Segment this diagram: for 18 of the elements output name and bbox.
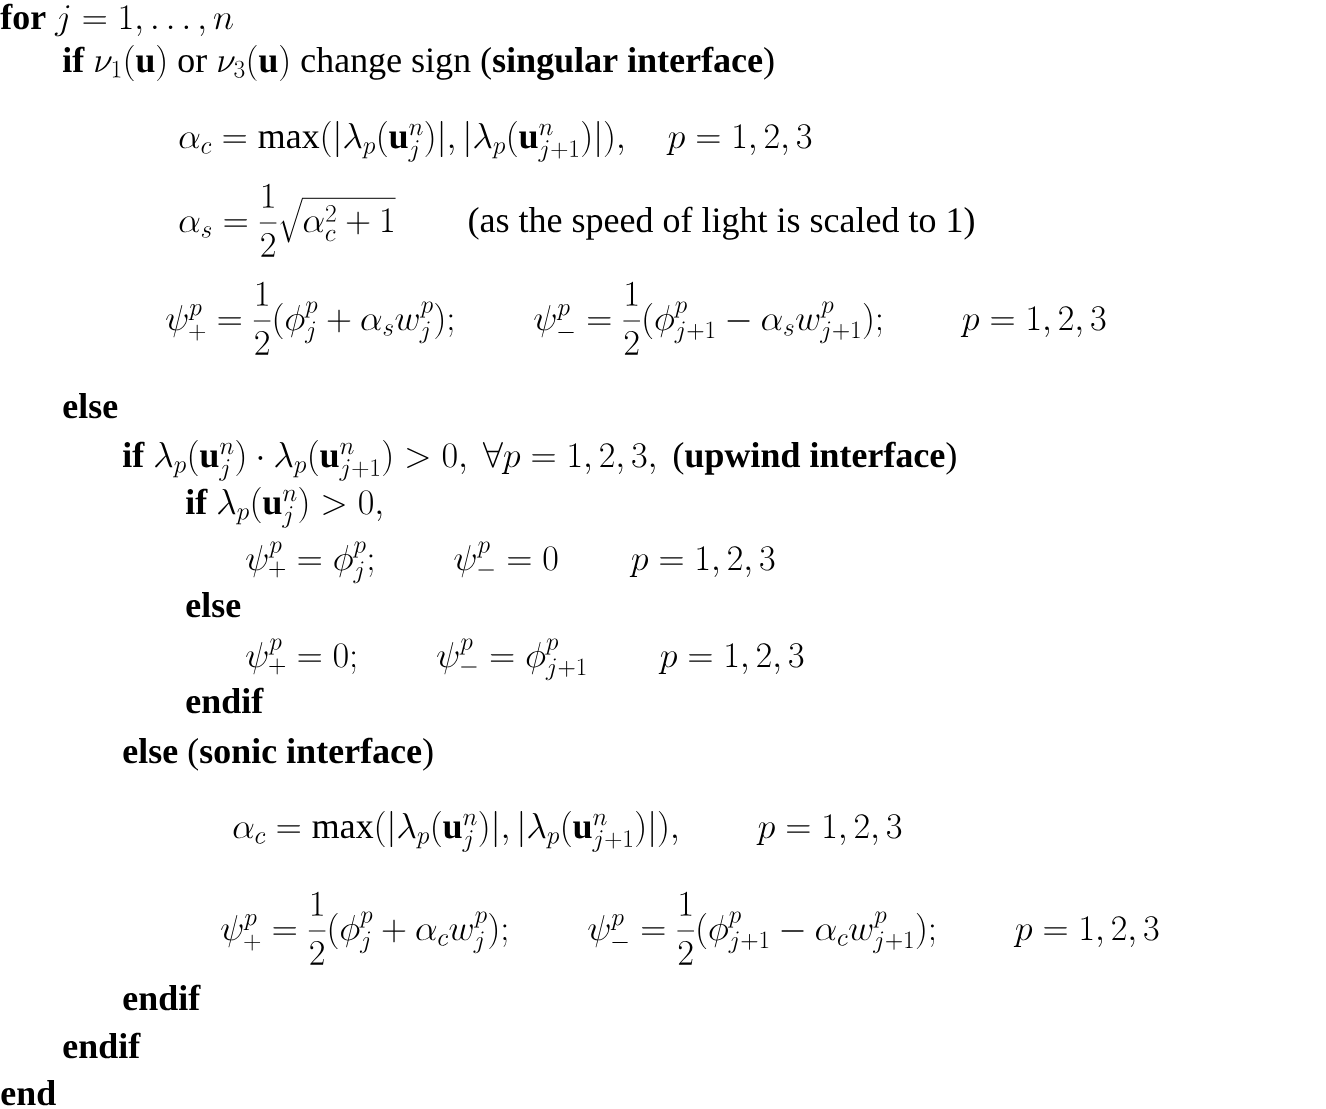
algorithm-line: $\textbf{end}$ [1, 1080, 56, 1106]
algorithm-line: $\psi_+^p = \frac{1}{2}(\phi_j^p + \alpha_c w_j^p); \qquad \psi_-^p = \frac{1}{2}(\phi_{j+1}^p - \alpha_c w_{j+1}^p); \qquad p = 1, 2, 3$ [221, 891, 1159, 965]
algorithm-line: $\textbf{if}\ \lambda_p(\mathbf{u}_j^n) \cdot \lambda_p(\mathbf{u}_{j+1}^n) > 0,\ \forall p = 1, 2, 3,\ \text{(\textbf{upwind interface})}$ [123, 440, 956, 482]
algorithm-line: $\psi_+^p = 0; \qquad \psi_-^p = \phi_{j+1}^p \qquad p = 1, 2, 3$ [246, 638, 804, 681]
algorithm-line: $\textbf{else}$ [63, 393, 118, 419]
algorithm-line: $\alpha_c = \max(|\lambda_p(\mathbf{u}_j^n)|, |\lambda_p(\mathbf{u}_{j+1}^n)|), \qquad p = 1, 2, 3$ [233, 811, 902, 853]
algorithm-line: $\textbf{if}\ \lambda_p(\mathbf{u}_j^n) > 0,$ [186, 487, 382, 529]
algorithm-line: $\textbf{endif}$ [63, 1032, 141, 1059]
algorithm-line: $\psi_+^p = \frac{1}{2}(\phi_j^p + \alpha_s w_j^p); \qquad \psi_-^p = \frac{1}{2}(\phi_{j+1}^p - \alpha_s w_{j+1}^p); \qquad p = 1, 2, 3$ [166, 281, 1106, 355]
algorithm-line: $\alpha_s = \frac{1}{2}\sqrt{\alpha_c^2 + 1} \qquad \text{(as the speed of light is scaled to 1)}$ [179, 183, 974, 257]
algorithm-line: $\textbf{endif}$ [186, 687, 264, 714]
algorithm-line: $\textbf{if}\ \nu_1(\mathbf{u})\text{ or }\nu_3(\mathbf{u})\text{ change sign (\textbf{singular interface})}$ [63, 45, 774, 81]
algorithm-line: $\alpha_c = \max(|\lambda_p(\mathbf{u}_j^n)|, |\lambda_p(\mathbf{u}_{j+1}^n)|), \quad p = 1, 2, 3$ [179, 121, 812, 163]
algorithm-line: $\textbf{else}\ \text{(\textbf{sonic interface})}$ [123, 737, 433, 771]
algorithm-line: $\textbf{endif}$ [123, 984, 201, 1011]
algorithm-line: $\textbf{else}$ [186, 592, 241, 618]
algorithm-line: $\psi_+^p = \phi_j^p; \qquad \psi_-^p = 0 \qquad p = 1, 2, 3$ [246, 541, 775, 584]
algorithm-line: $\textbf{for}\ j = 1, \ldots, n$ [0, 3, 233, 37]
